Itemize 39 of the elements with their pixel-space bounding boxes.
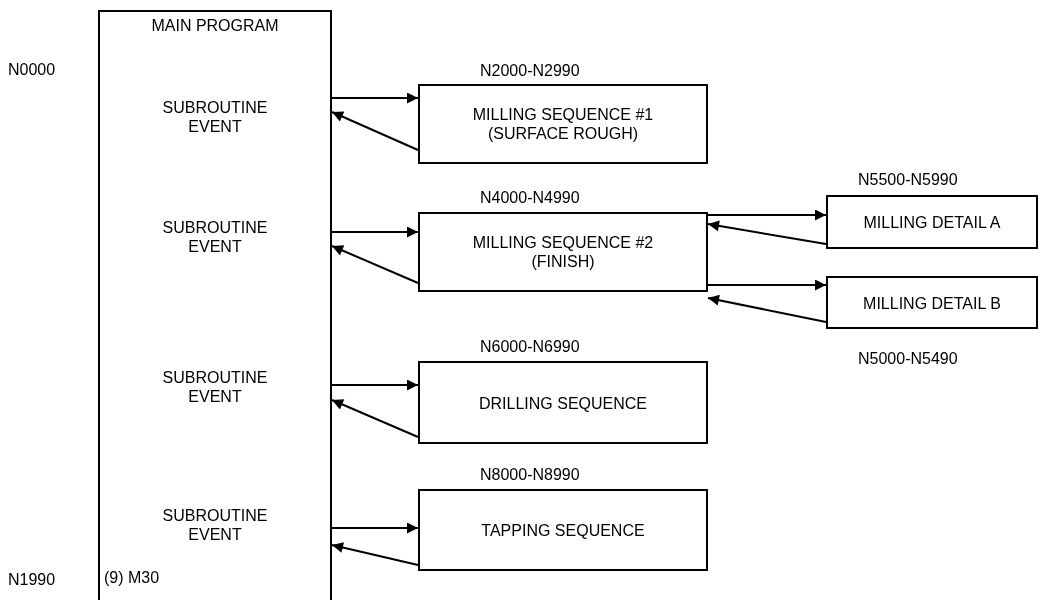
arrow [331,226,419,238]
node-label: DRILLING SEQUENCE [477,393,648,412]
subroutine-box [418,489,708,571]
program-box [98,10,332,600]
line-number-range: N8000-N8990 [480,465,580,484]
line-number-range: N0000 [8,60,56,79]
subroutine-box [418,84,708,164]
node-label: MILLING SEQUENCE #2 (FINISH) [471,233,655,271]
subroutine-box [826,195,1038,249]
arrow [707,209,827,221]
node-label: MAIN PROGRAM [150,16,280,35]
subroutine-box [826,276,1038,329]
arrow [331,522,419,534]
line-number-range: N6000-N6990 [480,337,580,356]
arrow [331,92,419,104]
line-number-range: N1990 [8,570,56,589]
arrow [331,379,419,391]
node-label: SUBROUTINE EVENT [161,506,269,544]
node-label: MILLING DETAIL A [862,212,1002,232]
arrow [707,279,827,291]
arrow [707,220,827,245]
node-label: (9) M30 [104,568,161,587]
subroutine-box [418,212,708,292]
node-label: MILLING SEQUENCE #1 (SURFACE ROUGH) [471,105,655,143]
arrow [331,245,419,284]
node-label: SUBROUTINE EVENT [161,98,269,136]
line-number-range: N2000-N2990 [480,61,580,80]
arrow [707,294,827,323]
node-label: SUBROUTINE EVENT [161,368,269,406]
arrow [331,542,419,566]
subroutine-box [418,361,708,444]
node-label: SUBROUTINE EVENT [161,218,269,256]
line-number-range: N5500-N5990 [858,170,958,189]
node-label: TAPPING SEQUENCE [480,520,646,540]
node-label: MILLING DETAIL B [862,293,1002,312]
arrow [331,111,419,151]
line-number-range: N5000-N5490 [858,349,958,368]
arrow [331,399,419,438]
line-number-range: N4000-N4990 [480,188,580,207]
